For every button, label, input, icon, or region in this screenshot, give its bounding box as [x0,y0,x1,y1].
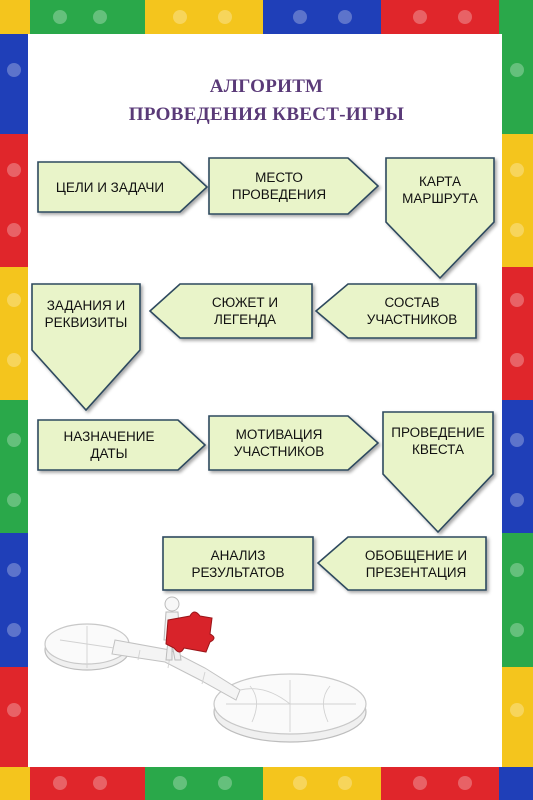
frame-left [0,34,28,767]
step-summary-arrow [316,536,487,591]
frame-top [0,0,533,34]
title-line-2: ПРОВЕДЕНИЯ КВЕСТ-ИГРЫ [128,104,405,125]
step-analysis-box [162,536,314,591]
frame-right [502,34,533,767]
step-plot-arrow [148,283,313,339]
step-tasks-down-arrow [31,283,141,412]
puzzle-illustration [44,596,367,743]
step-date-arrow [37,419,207,471]
step-conduct-down-arrow [382,411,494,534]
step-motivation-arrow [208,415,380,471]
frame-bottom [0,767,533,800]
step-participants-arrow [314,283,477,339]
step-goals-arrow [37,161,209,213]
lego-studs [7,10,524,790]
title-line-1: АЛГОРИТМ [209,76,324,97]
step-place-arrow [208,157,380,215]
step-goals-label: ЦЕЛИ И ЗАДАЧИ [55,179,165,195]
step-map-down-arrow [385,157,495,280]
